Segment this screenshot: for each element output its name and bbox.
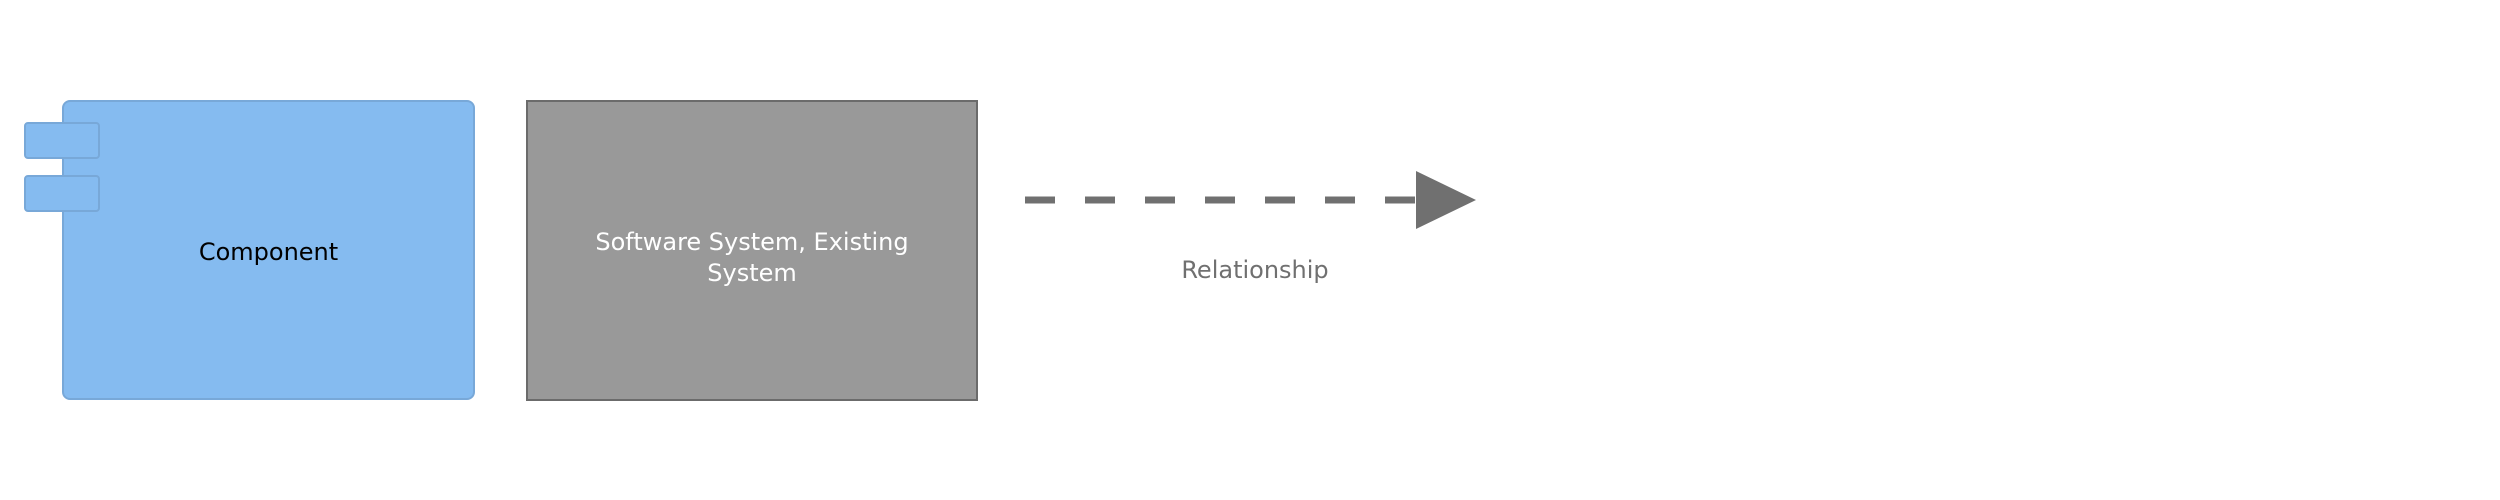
software-system-box[interactable]: Software System, Existing System xyxy=(526,100,978,401)
arrowhead-icon xyxy=(1416,171,1476,229)
relationship-label: Relationship xyxy=(1181,256,1329,284)
component-tab-top xyxy=(24,122,100,159)
component-label: Component xyxy=(198,238,339,266)
software-system-label: Software System, Existing System xyxy=(595,227,909,287)
component-tab-bottom xyxy=(24,175,100,212)
relationship-arrow[interactable] xyxy=(1020,160,1520,240)
component-box[interactable]: Component xyxy=(62,100,475,400)
